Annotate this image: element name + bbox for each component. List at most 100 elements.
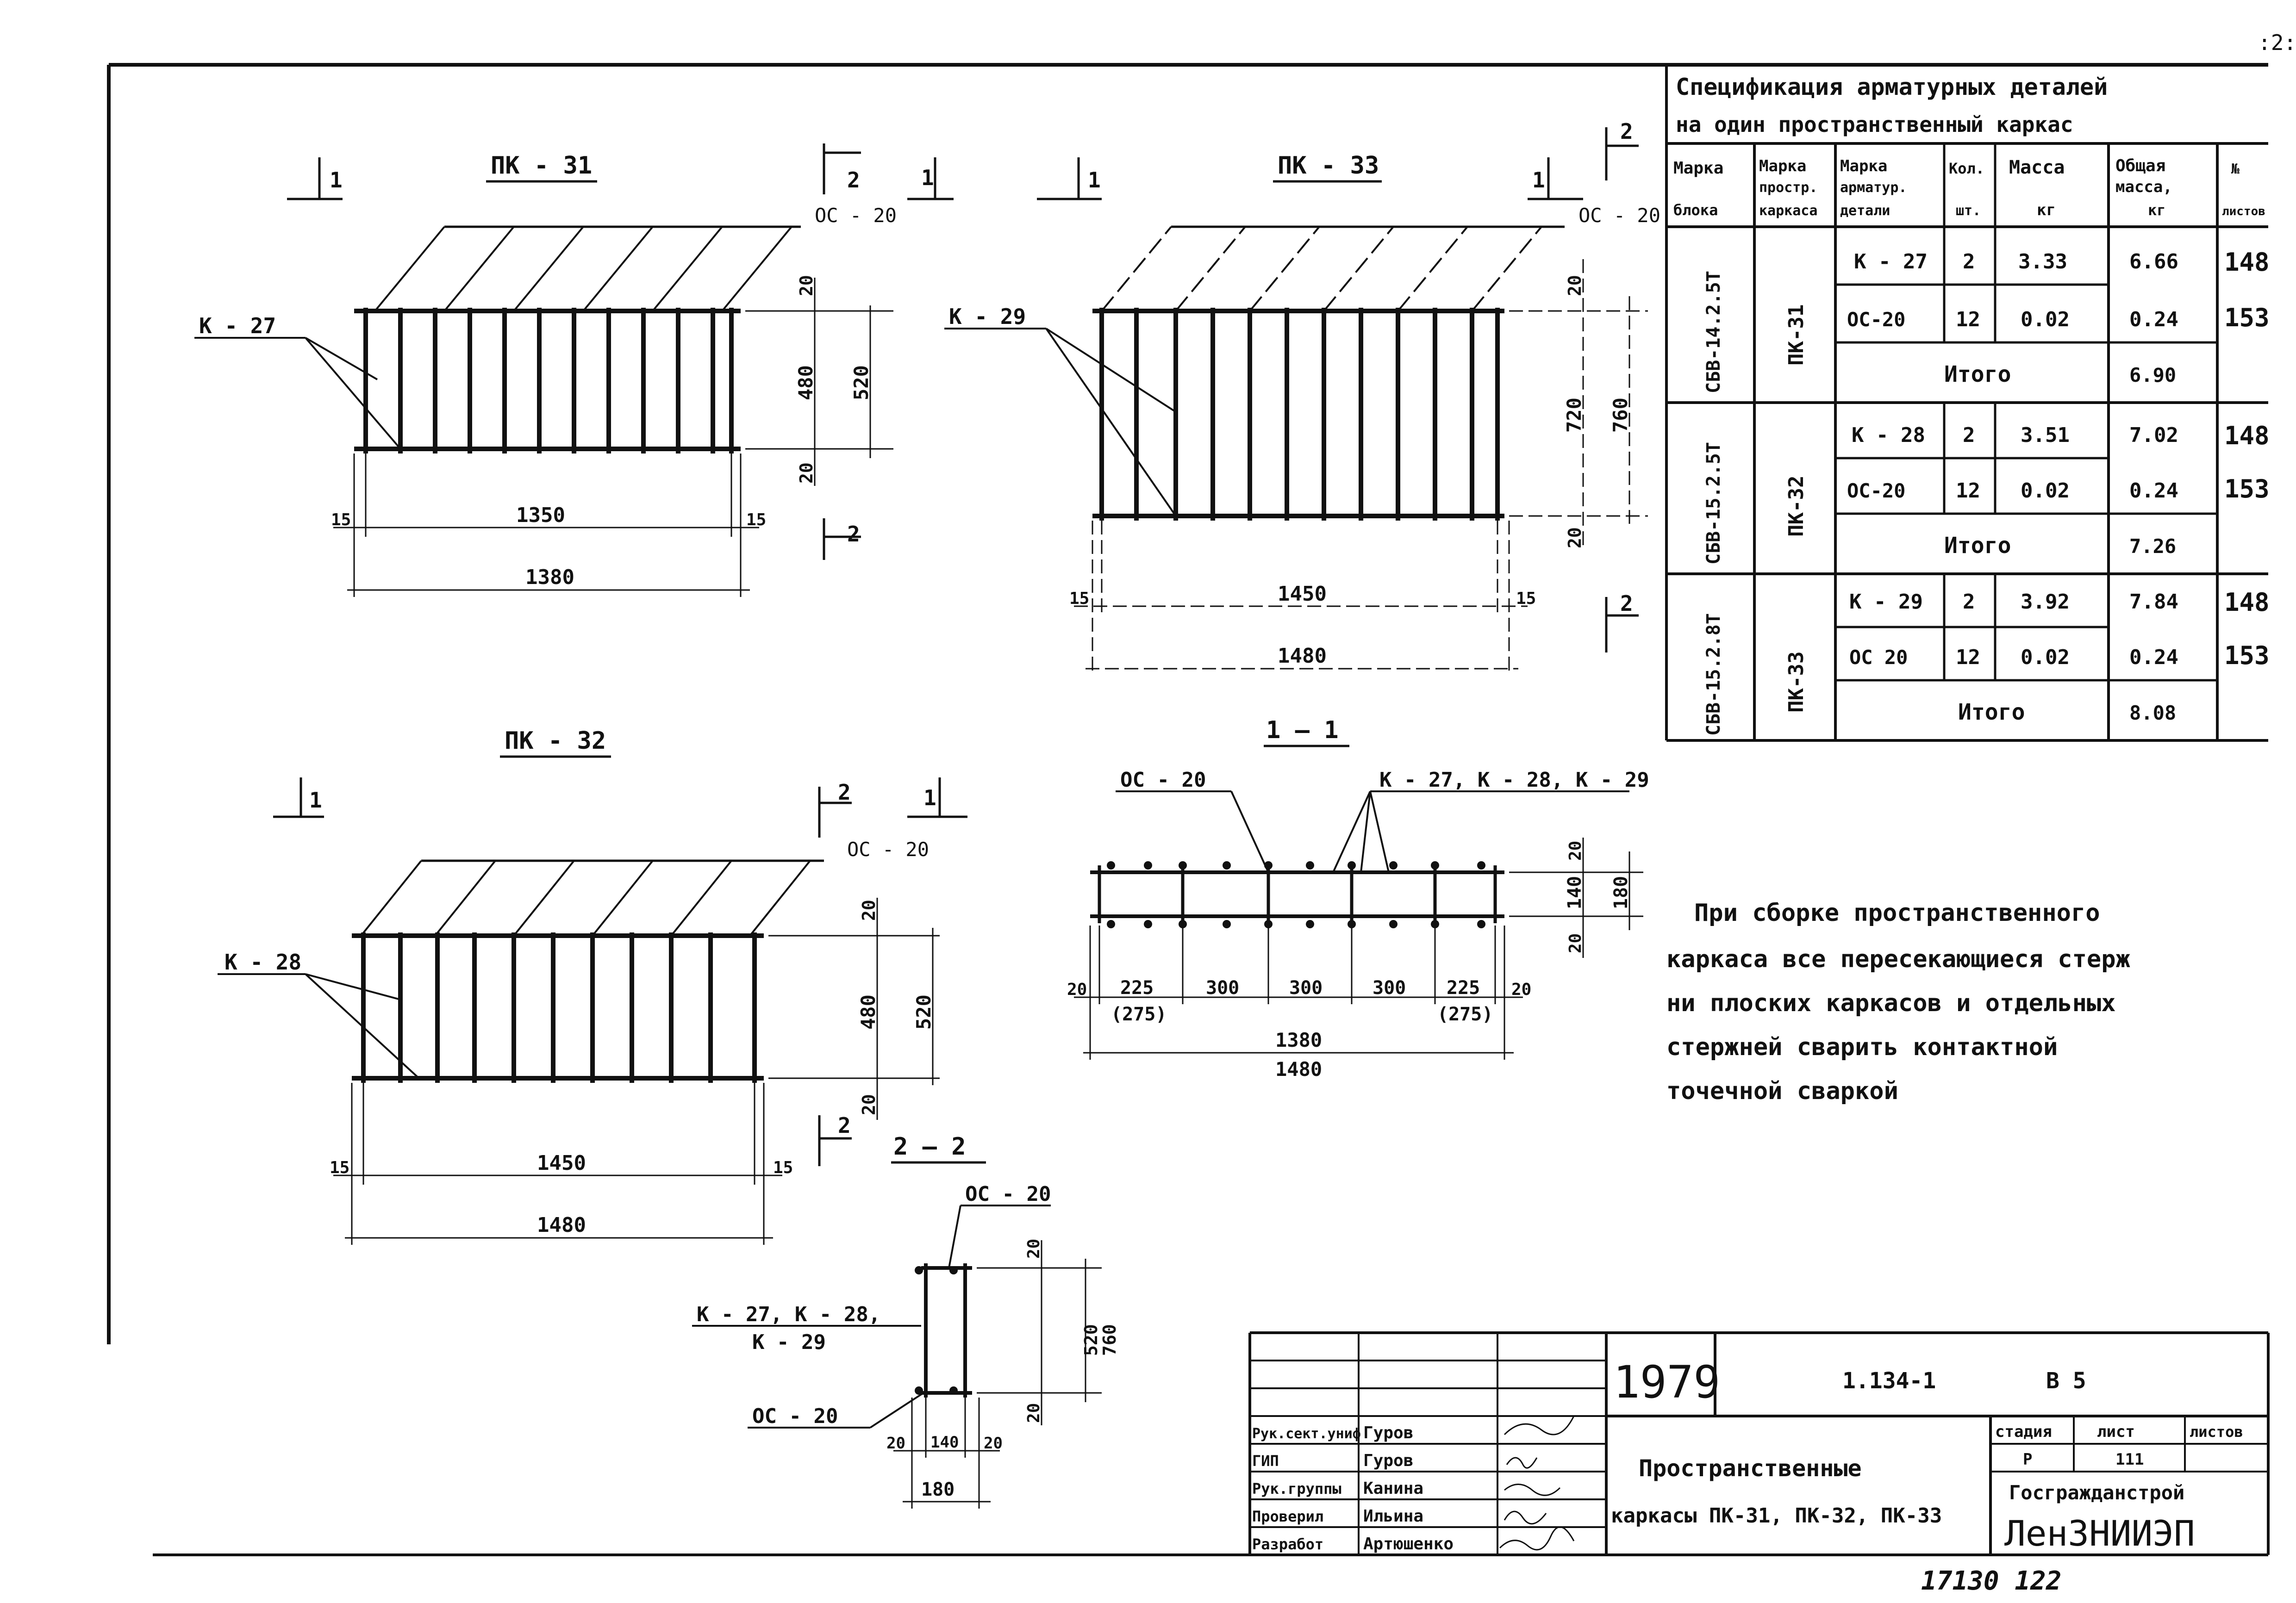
svg-text:№: № [2231,161,2240,177]
svg-text:Марка: Марка [1759,157,1806,175]
section-2-2-title: 2 — 2 [893,1133,966,1161]
svg-text:СБВ-15.2.8Т: СБВ-15.2.8Т [1703,613,1724,736]
svg-text:2: 2 [838,1113,851,1138]
svg-text:0.02: 0.02 [2021,646,2070,669]
spec-group-pk32: СБВ-15.2.5Т ПК-32 К - 28 2 3.51 7.02 148… [1703,421,2270,565]
stamp-org-line2: ЛенЗНИИЭП [2004,1513,2195,1554]
note-line-3: ни плоских каркасов и отдельных [1666,989,2116,1017]
svg-text:148: 148 [2224,248,2270,277]
svg-text:ПК-33: ПК-33 [1784,652,1808,713]
svg-text:153: 153 [2224,474,2270,503]
svg-text:ОС-20: ОС-20 [1847,479,1905,502]
svg-text:7.02: 7.02 [2129,423,2178,447]
spec-table: Спецификация арматурных деталей на один … [1665,65,2270,742]
svg-text:520: 520 [1081,1324,1101,1356]
pk31-tag: К - 27 [199,313,276,338]
svg-text:20: 20 [1024,1239,1043,1259]
svg-text:480: 480 [794,365,817,400]
svg-text:1450: 1450 [1278,582,1327,606]
svg-text:15: 15 [773,1158,793,1177]
svg-text:1350: 1350 [516,503,565,527]
signatures [1499,1416,1575,1551]
svg-text:15: 15 [330,1158,349,1177]
svg-text:кг: кг [2037,201,2056,219]
view-pk33: ПК - 33 1 1 1 2 2 ОС - 20 [907,119,1660,676]
svg-text:111: 111 [2115,1450,2144,1469]
svg-text:0.24: 0.24 [2129,646,2178,669]
svg-text:СБВ-15.2.5Т: СБВ-15.2.5Т [1703,442,1724,565]
pk33-title: ПК - 33 [1278,152,1379,180]
pk33-top-bar-label: ОС - 20 [1578,204,1660,227]
svg-text:ОС-20: ОС-20 [1847,308,1905,331]
svg-text:шт.: шт. [1956,203,1981,219]
pk32-top-bar-label: ОС - 20 [847,838,929,861]
svg-text:1: 1 [309,788,322,813]
section-1-1-bar-right: К - 27, К - 28, К - 29 [1379,768,1649,792]
section-2-2-top-bar: ОС - 20 [965,1182,1051,1206]
svg-text:ГИП: ГИП [1252,1452,1279,1470]
section-2-2-tag-line2: К - 29 [752,1330,826,1354]
note-line-4: стержней сварить контактной [1666,1033,2058,1061]
svg-text:СБВ-14.2.5Т: СБВ-14.2.5Т [1703,271,1724,393]
title-block: 1979 1.134-1 В 5 Пространственные каркас… [1248,1331,2270,1556]
svg-text:Рук.группы: Рук.группы [1252,1480,1341,1497]
svg-text:520: 520 [850,365,873,400]
svg-text:6.90: 6.90 [2129,364,2176,386]
svg-text:12: 12 [1956,308,1980,331]
svg-text:15: 15 [746,510,766,529]
pk31-title: ПК - 31 [491,152,592,180]
svg-text:7.26: 7.26 [2129,535,2176,558]
stamp-series: 1.134-1 [1842,1368,1936,1394]
svg-text:520: 520 [912,994,935,1030]
svg-text:простр.: простр. [1759,180,1817,196]
table-row: ОС 20 12 0.02 0.24 153 [1849,641,2270,670]
view-pk31: ПК - 31 1 2 2 ОС - 20 [194,143,897,597]
svg-text:К - 29: К - 29 [1849,590,1923,614]
svg-text:стадия: стадия [1995,1423,2052,1441]
svg-text:6.66: 6.66 [2129,250,2178,273]
bottom-drawing-number: 17130 122 [1921,1566,2061,1596]
svg-text:1: 1 [921,165,934,190]
svg-text:Проверил: Проверил [1252,1508,1323,1525]
stamp-year: 1979 [1613,1356,1720,1408]
spec-title-line2: на один пространственный каркас [1676,112,2073,137]
pk32-tag: К - 28 [225,950,301,975]
svg-text:Масса: Масса [2009,157,2065,178]
svg-text:блока: блока [1673,201,1718,219]
svg-text:Гуров: Гуров [1363,1423,1413,1442]
svg-text:3.33: 3.33 [2018,250,2067,273]
spec-title-line1: Спецификация арматурных деталей [1676,74,2108,100]
svg-text:1: 1 [1088,168,1101,193]
svg-text:153: 153 [2224,641,2270,670]
svg-text:1450: 1450 [537,1151,586,1175]
svg-text:20: 20 [859,1094,879,1115]
svg-text:Разработ: Разработ [1252,1535,1323,1553]
section-2-2: 2 — 2 ОС - 20 К - 27, К - 28, К - 29 ОС … [692,1133,1120,1509]
svg-text:3.92: 3.92 [2021,590,2070,614]
svg-text:ПК-32: ПК-32 [1784,476,1808,537]
svg-text:20: 20 [984,1434,1003,1453]
pk33-tag: К - 29 [949,304,1026,329]
svg-text:Артюшенко: Артюшенко [1363,1535,1454,1553]
svg-text:Ильина: Ильина [1363,1507,1423,1526]
svg-text:20: 20 [1067,980,1087,999]
svg-text:масса,: масса, [2115,178,2172,196]
note-line-5: точечной сваркой [1666,1077,1898,1105]
svg-text:(275): (275) [1111,1004,1167,1025]
svg-text:2: 2 [1963,590,1975,614]
svg-text:480: 480 [857,994,880,1030]
svg-text:Итого: Итого [1958,699,2025,725]
pk31-top-bar-label: ОС - 20 [815,204,897,227]
svg-text:1: 1 [1532,168,1545,193]
svg-text:Р: Р [2023,1450,2032,1469]
svg-text:К - 27: К - 27 [1854,250,1928,273]
svg-text:2: 2 [847,522,860,547]
svg-text:12: 12 [1956,646,1980,669]
svg-text:детали: детали [1840,203,1890,219]
table-row: ОС-20 12 0.02 0.24 153 [1847,474,2270,503]
svg-text:140: 140 [1564,876,1585,909]
svg-text:Марка: Марка [1840,157,1887,175]
table-row: К - 28 2 3.51 7.02 148 [1852,421,2270,450]
table-row: ОС-20 12 0.02 0.24 153 [1847,303,2270,332]
svg-text:300: 300 [1373,977,1406,999]
